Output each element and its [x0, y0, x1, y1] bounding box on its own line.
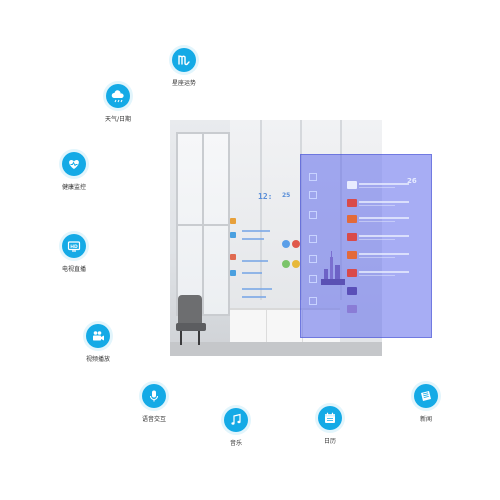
feature-weather[interactable]: 天气/日期: [88, 84, 148, 123]
hud-app-icon: [282, 240, 290, 248]
mirror-temperature: 25: [282, 192, 291, 199]
feature-label: 日历: [323, 438, 336, 445]
hud-app-icon: [292, 260, 300, 268]
overlay-date-number: 26: [407, 177, 417, 185]
calendar-icon: [318, 406, 342, 430]
svg-text:HD: HD: [70, 244, 78, 250]
hud-app-icon: [230, 232, 236, 238]
hud-app-icon: [282, 260, 290, 268]
hd-tv-icon: HD: [62, 234, 86, 258]
video-camera-icon: [86, 324, 110, 348]
feature-music[interactable]: 音乐: [206, 408, 266, 447]
mirror-screen-overlay: 26: [300, 154, 432, 338]
hud-app-icon: [230, 270, 236, 276]
feature-news[interactable]: 新闻: [396, 384, 456, 423]
feature-calendar[interactable]: 日历: [300, 406, 360, 445]
hud-app-icon: [292, 240, 300, 248]
feature-label: 星座运势: [171, 80, 196, 87]
hud-app-icon: [230, 254, 236, 260]
mirror-time: 12:: [258, 192, 273, 201]
music-note-icon: [224, 408, 248, 432]
feature-voice[interactable]: 语音交互: [124, 384, 184, 423]
microphone-icon: [142, 384, 166, 408]
feature-zodiac[interactable]: 星座运势: [154, 48, 214, 87]
feature-label: 健康监控: [61, 184, 86, 191]
hud-app-icon: [230, 218, 236, 224]
window: [176, 132, 230, 316]
zodiac-icon: [172, 48, 196, 72]
feature-video[interactable]: 视频播放: [68, 324, 128, 363]
feature-health[interactable]: 健康监控: [44, 152, 104, 191]
health-heart-icon: [62, 152, 86, 176]
chair: [172, 285, 212, 345]
feature-label: 新闻: [419, 416, 432, 423]
feature-label: 视频播放: [85, 356, 110, 363]
city-skyline-thumbnail: [321, 251, 345, 285]
floor: [170, 342, 382, 356]
feature-label: 音乐: [229, 440, 242, 447]
feature-tv[interactable]: HD 电视直播: [44, 234, 104, 273]
newspaper-icon: [414, 384, 438, 408]
feature-label: 电视直播: [61, 266, 86, 273]
feature-label: 天气/日期: [104, 116, 132, 123]
weather-cloud-icon: [106, 84, 130, 108]
feature-label: 语音交互: [141, 416, 166, 423]
